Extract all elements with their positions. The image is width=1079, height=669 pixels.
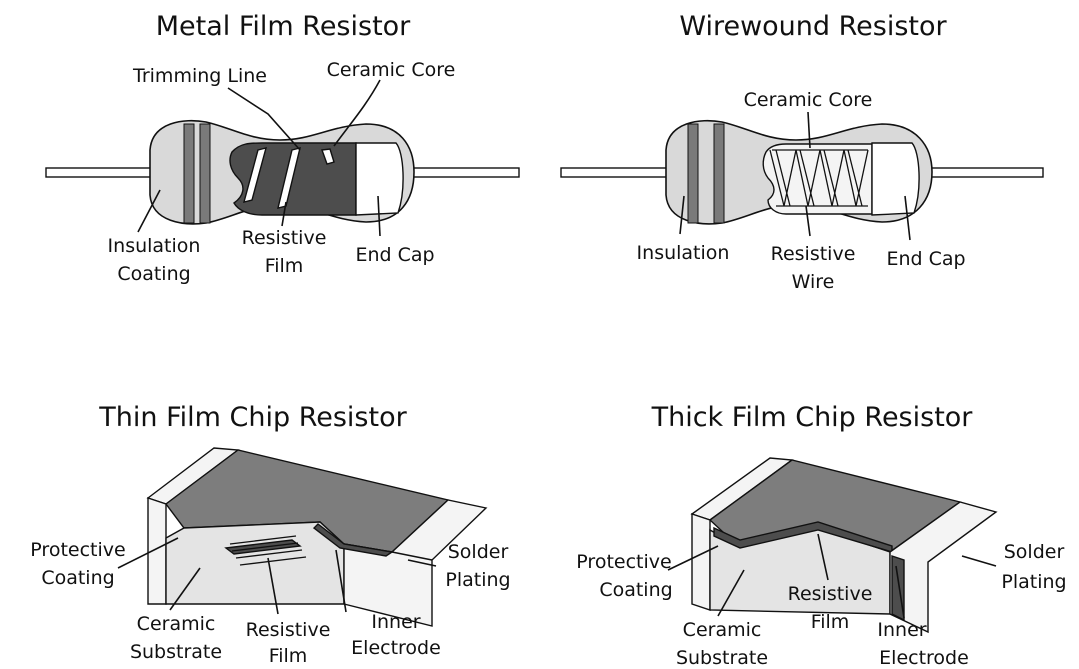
label-thin-ceramic-line1: Ceramic xyxy=(137,613,216,635)
label-thick-inner-line2: Electrode xyxy=(879,647,969,669)
wirewound-band-1 xyxy=(688,124,698,223)
label-resistive-wire-line2: Wire xyxy=(792,271,835,293)
metal-film-band-2 xyxy=(200,124,210,223)
label-ceramic-core: Ceramic Core xyxy=(327,59,456,81)
label-wirewound-ceramic-core: Ceramic Core xyxy=(744,89,873,111)
label-thick-resistive-line1: Resistive xyxy=(788,583,873,605)
wirewound-resistor: Wirewound Resistor Ceramic Core Insulati… xyxy=(561,11,1043,293)
label-thin-ceramic-line2: Substrate xyxy=(130,641,222,663)
metal-film-band-1 xyxy=(184,124,194,223)
label-thick-ceramic-line1: Ceramic xyxy=(683,619,762,641)
thin-film-title: Thin Film Chip Resistor xyxy=(98,402,407,433)
thick-film-chip-resistor: Thick Film Chip Resistor Protective Coat… xyxy=(576,402,1066,669)
label-thin-resistive-line2: Film xyxy=(269,645,308,667)
metal-film-right-lead xyxy=(412,168,519,177)
label-thick-ceramic-line2: Substrate xyxy=(676,647,768,669)
label-resistive-film-line2: Film xyxy=(265,255,304,277)
label-trimming-line: Trimming Line xyxy=(132,65,267,87)
label-resistive-wire-line1: Resistive xyxy=(771,243,856,265)
thick-film-left-cap-front xyxy=(692,514,710,610)
label-thin-resistive-line1: Resistive xyxy=(246,619,331,641)
label-insulation-line1: Insulation xyxy=(108,235,201,257)
label-resistive-film-line1: Resistive xyxy=(242,227,327,249)
label-thin-protective-line1: Protective xyxy=(30,539,125,561)
metal-film-resistor: Metal Film Resistor Trimming Line Cerami… xyxy=(46,11,519,285)
label-insulation-line2: Coating xyxy=(117,263,190,285)
label-thick-solder-line2: Plating xyxy=(1001,571,1066,593)
label-thin-solder-line2: Plating xyxy=(445,569,510,591)
wirewound-end-cap xyxy=(872,143,919,215)
label-end-cap: End Cap xyxy=(355,244,434,266)
metal-film-end-cap xyxy=(356,143,403,215)
wirewound-title: Wirewound Resistor xyxy=(679,11,947,42)
metal-film-left-lead xyxy=(46,168,152,177)
label-thin-solder-line1: Solder xyxy=(448,541,509,563)
label-thick-solder-line1: Solder xyxy=(1004,541,1065,563)
wirewound-left-lead xyxy=(561,168,667,177)
thick-film-solder-leader xyxy=(962,556,996,566)
label-thin-protective-line2: Coating xyxy=(41,567,114,589)
label-thick-protective-line2: Coating xyxy=(599,579,672,601)
label-thick-inner-line1: Inner xyxy=(877,619,926,641)
wirewound-right-lead xyxy=(930,168,1043,177)
label-thin-inner-line2: Electrode xyxy=(351,637,441,659)
thin-film-chip-resistor: Thin Film Chip Resistor Protective Coati… xyxy=(30,402,510,667)
label-wirewound-insulation: Insulation xyxy=(637,242,730,264)
thick-film-title: Thick Film Chip Resistor xyxy=(651,402,974,433)
metal-film-title: Metal Film Resistor xyxy=(156,11,411,42)
wirewound-band-2 xyxy=(714,124,724,223)
label-wirewound-end-cap: End Cap xyxy=(886,248,965,270)
label-thick-protective-line1: Protective xyxy=(576,551,671,573)
label-thin-inner-line1: Inner xyxy=(371,611,420,633)
label-thick-resistive-line2: Film xyxy=(811,611,850,633)
